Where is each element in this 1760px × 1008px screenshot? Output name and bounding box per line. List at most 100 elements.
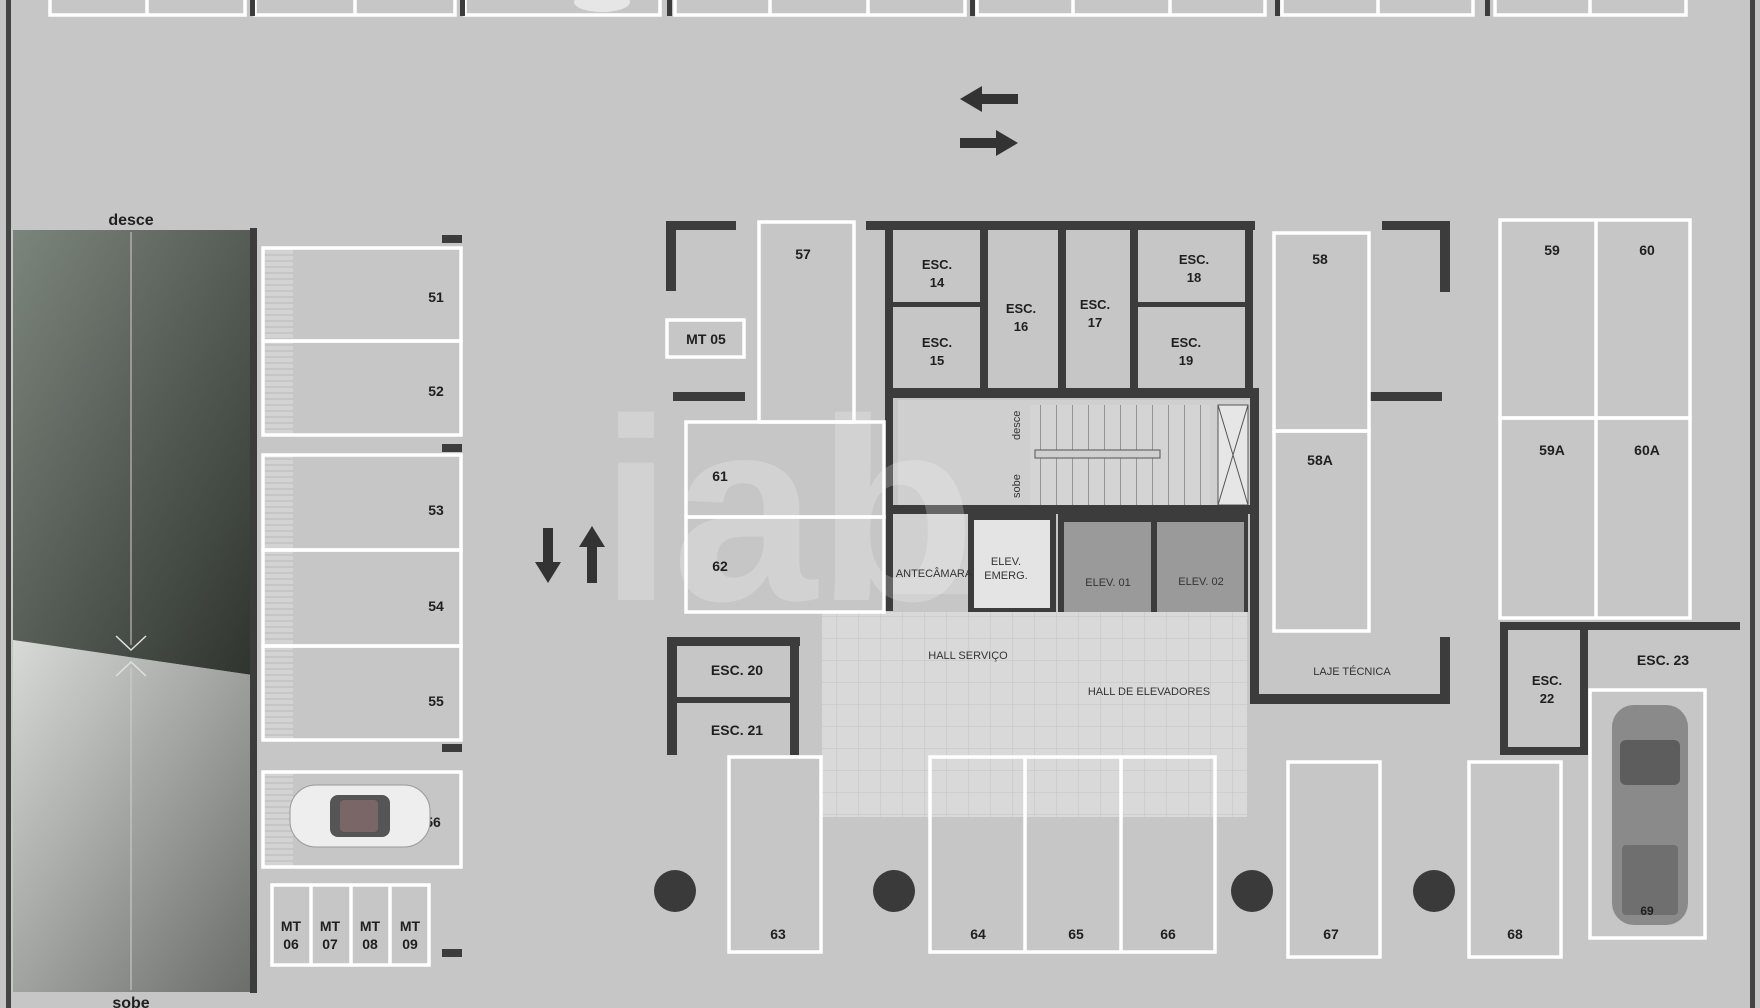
svg-text:ELEV.: ELEV. [991,556,1021,568]
hall-floor [822,612,1247,817]
watermark: iab [600,366,976,656]
spot-55-label: 55 [428,693,444,709]
traffic-arrow-up-icon [579,526,605,583]
spot-53-label: 53 [428,502,444,518]
column-icon [1231,870,1273,912]
svg-text:06: 06 [283,936,299,952]
ramp-down-label: desce [108,212,153,229]
spot-59-label: 59 [1544,242,1560,258]
svg-text:09: 09 [402,936,418,952]
mt-05-label: MT 05 [686,331,726,347]
car-icon [574,0,630,12]
wall-stub [1275,0,1280,16]
laje-tecnica-label: LAJE TÉCNICA [1313,665,1391,678]
spot-65-label: 65 [1068,926,1084,942]
truck-icon [1612,705,1688,925]
mt-08-label: MT 08 [360,918,381,952]
spot-62-label: 62 [712,558,728,574]
svg-text:18: 18 [1187,270,1201,285]
mt-07-label: MT 07 [320,918,341,952]
spot-68-label: 68 [1507,926,1523,942]
elevators [893,514,1248,612]
spot-58-label: 58 [1312,251,1328,267]
esc-18-label: ESC. 18 [1179,252,1209,285]
traffic-arrow-down-icon [535,528,561,583]
motorcycle-block [270,883,431,967]
svg-text:ESC.: ESC. [1006,301,1036,316]
elev-02-label: ELEV. 02 [1178,576,1223,588]
stairs-up-label: sobe [1011,474,1023,498]
hall-elevadores-label: HALL DE ELEVADORES [1088,686,1210,698]
svg-text:ESC.: ESC. [922,257,952,272]
svg-text:ESC.: ESC. [922,335,952,350]
outer-wall-left [6,0,11,1008]
mt-06-label: MT 06 [281,918,302,952]
svg-text:MT: MT [400,918,421,934]
central-parking-slots [665,218,1707,959]
wall-stub [1485,0,1490,16]
svg-text:16: 16 [1014,319,1028,334]
svg-text:17: 17 [1088,315,1102,330]
spot-61-label: 61 [712,468,728,484]
stairs-down-label: desce [1011,411,1023,440]
spot-63-label: 63 [770,926,786,942]
ramp [13,228,257,993]
wall-stub [250,0,255,16]
esc-16-label: ESC. 16 [1006,301,1036,334]
traffic-arrow-right-icon [960,130,1018,156]
svg-text:07: 07 [322,936,338,952]
wall-stub [460,0,465,16]
svg-text:19: 19 [1179,353,1193,368]
spot-66-label: 66 [1160,926,1176,942]
svg-text:MT: MT [281,918,302,934]
wall-stub [667,0,672,16]
spot-54-label: 54 [428,598,444,614]
svg-text:ESC.: ESC. [1080,297,1110,312]
esc-21-label: ESC. 21 [711,722,763,738]
column-icon [873,870,915,912]
esc-15-label: ESC. 15 [922,335,952,368]
wall-stub [970,0,975,16]
antecamara-label: ANTECÂMARA [896,567,973,580]
esc-23-label: ESC. 23 [1637,652,1689,668]
traffic-arrow-left-icon [960,86,1018,112]
svg-text:15: 15 [930,353,944,368]
esc-20-label: ESC. 20 [711,662,763,678]
svg-text:08: 08 [362,936,378,952]
svg-text:MT: MT [320,918,341,934]
column-icon [1413,870,1455,912]
outer-wall-right [1750,0,1755,1008]
spot-52-label: 52 [428,383,444,399]
ramp-up-label: sobe [112,995,149,1008]
column-icon [654,870,696,912]
svg-text:ESC.: ESC. [1179,252,1209,267]
left-parking-block [261,235,463,957]
spot-67-label: 67 [1323,926,1339,942]
spot-58a-label: 58A [1307,452,1333,468]
svg-text:14: 14 [930,275,945,290]
spot-60-label: 60 [1639,242,1655,258]
spot-59a-label: 59A [1539,442,1565,458]
spot-57-label: 57 [795,246,811,262]
svg-text:22: 22 [1540,691,1554,706]
car-icon [289,784,431,848]
svg-text:MT: MT [360,918,381,934]
esc-19-label: ESC. 19 [1171,335,1201,368]
spot-51-label: 51 [428,289,444,305]
spot-69-label: 69 [1640,904,1654,918]
esc-22-label: ESC. 22 [1532,673,1562,706]
svg-text:EMERG.: EMERG. [984,570,1027,582]
mt-09-label: MT 09 [400,918,421,952]
stair-core [893,400,1250,514]
esc-14-label: ESC. 14 [922,257,952,290]
top-parking-row [48,0,1688,17]
svg-text:ESC.: ESC. [1171,335,1201,350]
elev-emerg-label: ELEV. EMERG. [984,556,1027,582]
central-walls [666,221,1740,755]
hall-servico-label: HALL SERVIÇO [928,650,1008,662]
esc-17-label: ESC. 17 [1080,297,1110,330]
svg-text:ESC.: ESC. [1532,673,1562,688]
spot-60a-label: 60A [1634,442,1660,458]
elev-01-label: ELEV. 01 [1085,577,1130,589]
